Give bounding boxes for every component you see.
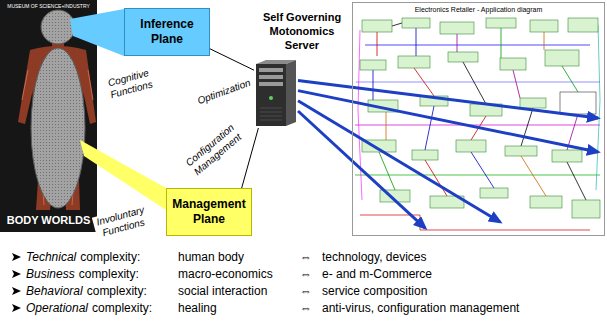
sketch-wire xyxy=(386,112,387,140)
sketch-wire xyxy=(471,152,494,188)
sketch-wire xyxy=(596,25,600,190)
server-vents xyxy=(260,108,282,120)
body-oval xyxy=(31,48,85,208)
poster-title: BODY WORLDS xyxy=(2,214,95,227)
sketch-box xyxy=(480,188,508,198)
sketch-wire xyxy=(463,62,486,104)
sketch-wire xyxy=(373,70,374,100)
node-text: Inference Plane xyxy=(129,17,205,47)
sketch-box xyxy=(440,22,474,34)
server-side xyxy=(286,60,296,126)
sketch-wire xyxy=(356,82,600,83)
sketch-wire xyxy=(414,68,434,96)
sketch-wire xyxy=(392,23,402,26)
sketch-box xyxy=(520,98,546,108)
sketch-box xyxy=(360,60,386,70)
sketch-ground xyxy=(353,3,604,235)
edge-label: Configuration Management xyxy=(179,118,248,181)
sketch-box xyxy=(568,18,598,32)
bullet-arrow xyxy=(12,304,21,312)
complexity-list-text: social interaction xyxy=(178,284,267,298)
application-sketch xyxy=(353,3,604,235)
deployment-arrow xyxy=(298,91,598,152)
head-oval xyxy=(41,10,75,44)
sketch-wire xyxy=(562,66,578,92)
sketch-wire xyxy=(358,30,362,200)
sketch-box xyxy=(572,200,600,218)
complexity-list-text: human body xyxy=(178,250,244,264)
server-front xyxy=(256,64,286,126)
equivalence-sign: ⇔ xyxy=(300,301,312,315)
bullet-arrow xyxy=(12,270,21,278)
sketch-box xyxy=(505,146,537,156)
sketch-wire xyxy=(567,162,586,200)
application-diagram: Electronics Retailer - Application diagr… xyxy=(352,2,605,236)
sketch-wire xyxy=(377,32,378,56)
complexity-list-text: service composition xyxy=(322,284,427,298)
cognitive-wedge xyxy=(70,9,124,56)
node-text: Electronics Retailer - Application diagr… xyxy=(413,5,545,14)
drive-bay xyxy=(259,82,283,86)
function-label: Cognitive Functions xyxy=(100,65,160,103)
sketch-box xyxy=(500,58,526,70)
complexity-list-text: Technical xyxy=(26,250,76,264)
sketch-box xyxy=(486,18,516,28)
power-button xyxy=(269,96,273,100)
sketch-wire xyxy=(521,108,533,146)
sketch-wire xyxy=(360,215,590,230)
complexity-list-text: complexity: xyxy=(79,267,139,281)
complexity-list-text: healing xyxy=(178,301,217,315)
complexity-list-text: e- and m-Commerce xyxy=(322,267,432,281)
management-plane-box: Management Plane xyxy=(166,188,252,236)
sketch-wire xyxy=(513,70,520,98)
complexity-list-text: Business xyxy=(26,267,75,281)
sketch-box xyxy=(552,150,582,162)
sketch-box xyxy=(530,196,562,208)
sketch-box xyxy=(402,18,430,28)
edge-label: Optimization xyxy=(193,76,255,108)
server-node: Self Governing Motonomics Server xyxy=(254,60,298,128)
drive-bay xyxy=(259,75,283,79)
sketch-box xyxy=(412,150,438,160)
complexity-list-text: complexity: xyxy=(92,301,152,315)
equivalence-sign: ⇔ xyxy=(300,267,312,281)
function-label: Involuntary Functions xyxy=(92,203,152,241)
sketch-wire xyxy=(355,175,600,176)
complexity-list-text: technology, devices xyxy=(322,250,427,264)
involuntary-wedge xyxy=(80,140,166,210)
complexity-list-text: Behavioral xyxy=(26,284,83,298)
complexity-list-text: complexity: xyxy=(80,250,140,264)
sketch-box xyxy=(530,20,558,32)
sketch-wire xyxy=(544,32,545,50)
sketch-wire xyxy=(425,106,434,150)
bullet-arrow xyxy=(12,287,21,295)
node-text: Management Plane xyxy=(171,197,247,227)
drive-bay xyxy=(259,68,283,72)
sketch-wire xyxy=(416,28,417,56)
complexity-list-text: anti-virus, configuration management xyxy=(322,301,519,315)
inference-plane-box: Inference Plane xyxy=(124,8,210,56)
sketch-box xyxy=(398,56,430,68)
sketch-box xyxy=(362,20,392,32)
sketch-wire xyxy=(457,34,458,52)
sketch-box xyxy=(456,140,486,152)
equivalence-sign: ⇔ xyxy=(300,284,312,298)
sketch-box xyxy=(560,92,596,114)
sketch-box xyxy=(545,50,579,66)
sketch-wire xyxy=(501,28,502,58)
complexity-list-text: complexity: xyxy=(87,284,147,298)
bullet-arrow xyxy=(12,253,21,261)
sketch-wire xyxy=(365,45,590,46)
complexity-list-text: Operational xyxy=(26,301,88,315)
poster-header: MUSEUM OF SCIENCE+INDUSTRY xyxy=(2,3,95,9)
deployment-arrow xyxy=(298,111,425,228)
control-line xyxy=(210,49,254,70)
complexity-list-text: macro-economics xyxy=(178,267,273,281)
node-text: Self Governing Motonomics Server xyxy=(254,10,350,52)
sketch-wire xyxy=(521,156,546,196)
sketch-wire xyxy=(355,125,600,126)
equivalence-sign: ⇔ xyxy=(300,250,312,264)
sketch-box xyxy=(448,52,478,62)
